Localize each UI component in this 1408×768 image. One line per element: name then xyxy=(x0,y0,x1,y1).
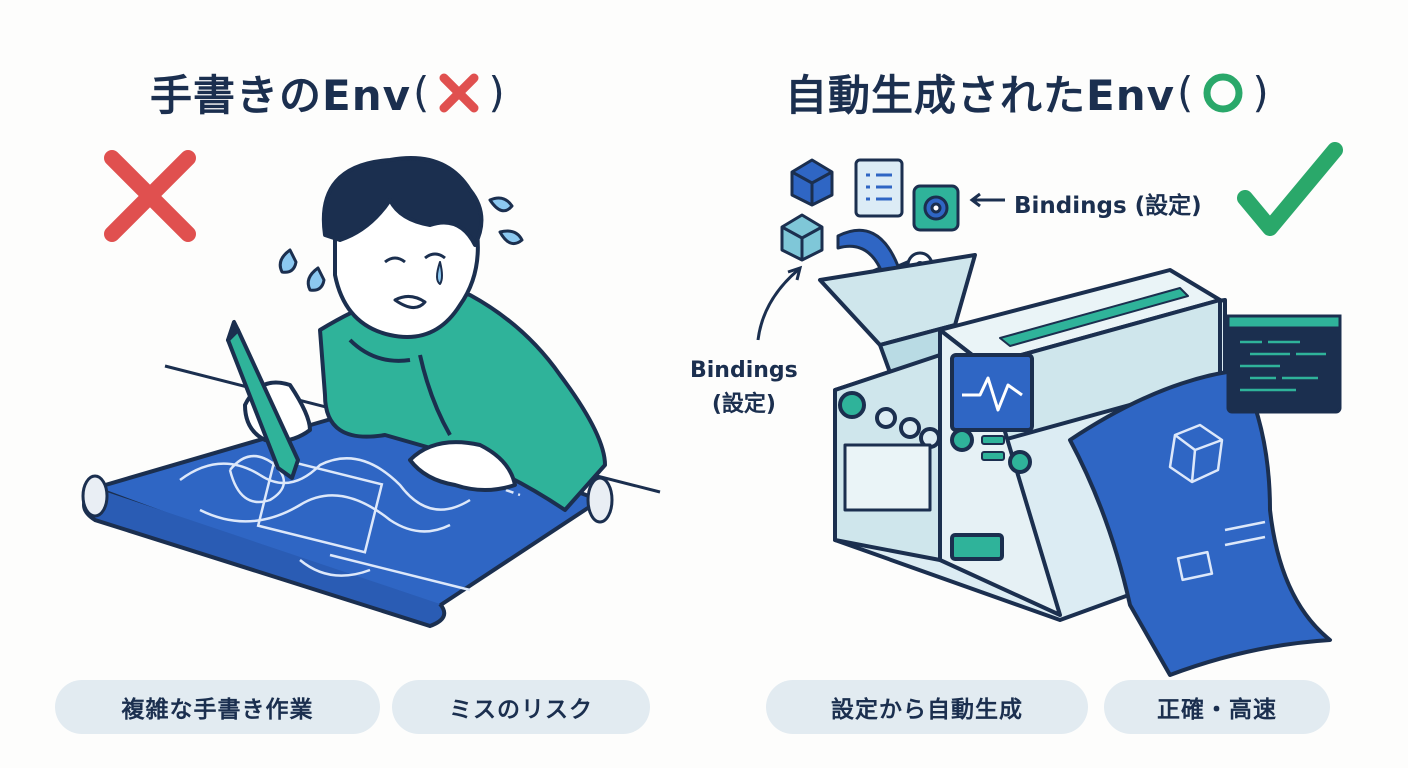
right-title-open-paren: ( xyxy=(1176,68,1195,117)
output-blueprint xyxy=(1068,368,1332,677)
left-title-text: 手書きのEnv xyxy=(150,71,411,120)
right-title-text: 自動生成されたEnv xyxy=(785,71,1175,120)
cube-icon-bottom xyxy=(780,213,824,262)
right-title: 自動生成されたEnv ( ) xyxy=(785,62,1272,123)
bindings-label-side-line1: Bindings xyxy=(690,358,798,383)
tag-pill-auto-generated: 設定から自動生成 xyxy=(766,680,1088,734)
left-title: 手書きのEnv ( ) xyxy=(150,62,508,123)
bindings-label-side-line2: (設定) xyxy=(711,392,776,417)
generator-machine xyxy=(818,253,1227,622)
side-pointer-arrow xyxy=(756,265,803,341)
bindings-label-side: Bindings (設定) xyxy=(690,354,798,422)
gear-settings-icon xyxy=(912,184,960,232)
list-document-icon xyxy=(854,158,904,218)
stressed-person xyxy=(226,156,607,512)
red-cross-icon xyxy=(104,150,196,242)
green-circle-icon xyxy=(1203,73,1243,112)
left-title-open-paren: ( xyxy=(412,68,431,117)
green-check-icon xyxy=(1237,142,1343,236)
tag-pill-error-risk: ミスのリスク xyxy=(392,680,650,734)
red-cross-icon xyxy=(439,73,479,112)
bindings-label-top: Bindings (設定) xyxy=(1014,193,1202,219)
cube-icon-top xyxy=(790,158,834,207)
arrow-to-gear xyxy=(969,192,1005,208)
code-window-icon xyxy=(1226,314,1342,414)
right-title-close-paren: ) xyxy=(1252,68,1270,117)
tag-pill-accurate-fast: 正確・高速 xyxy=(1104,680,1330,734)
tag-pill-complex-handwork: 複雑な手書き作業 xyxy=(55,680,380,734)
left-title-close-paren: ) xyxy=(488,68,506,117)
